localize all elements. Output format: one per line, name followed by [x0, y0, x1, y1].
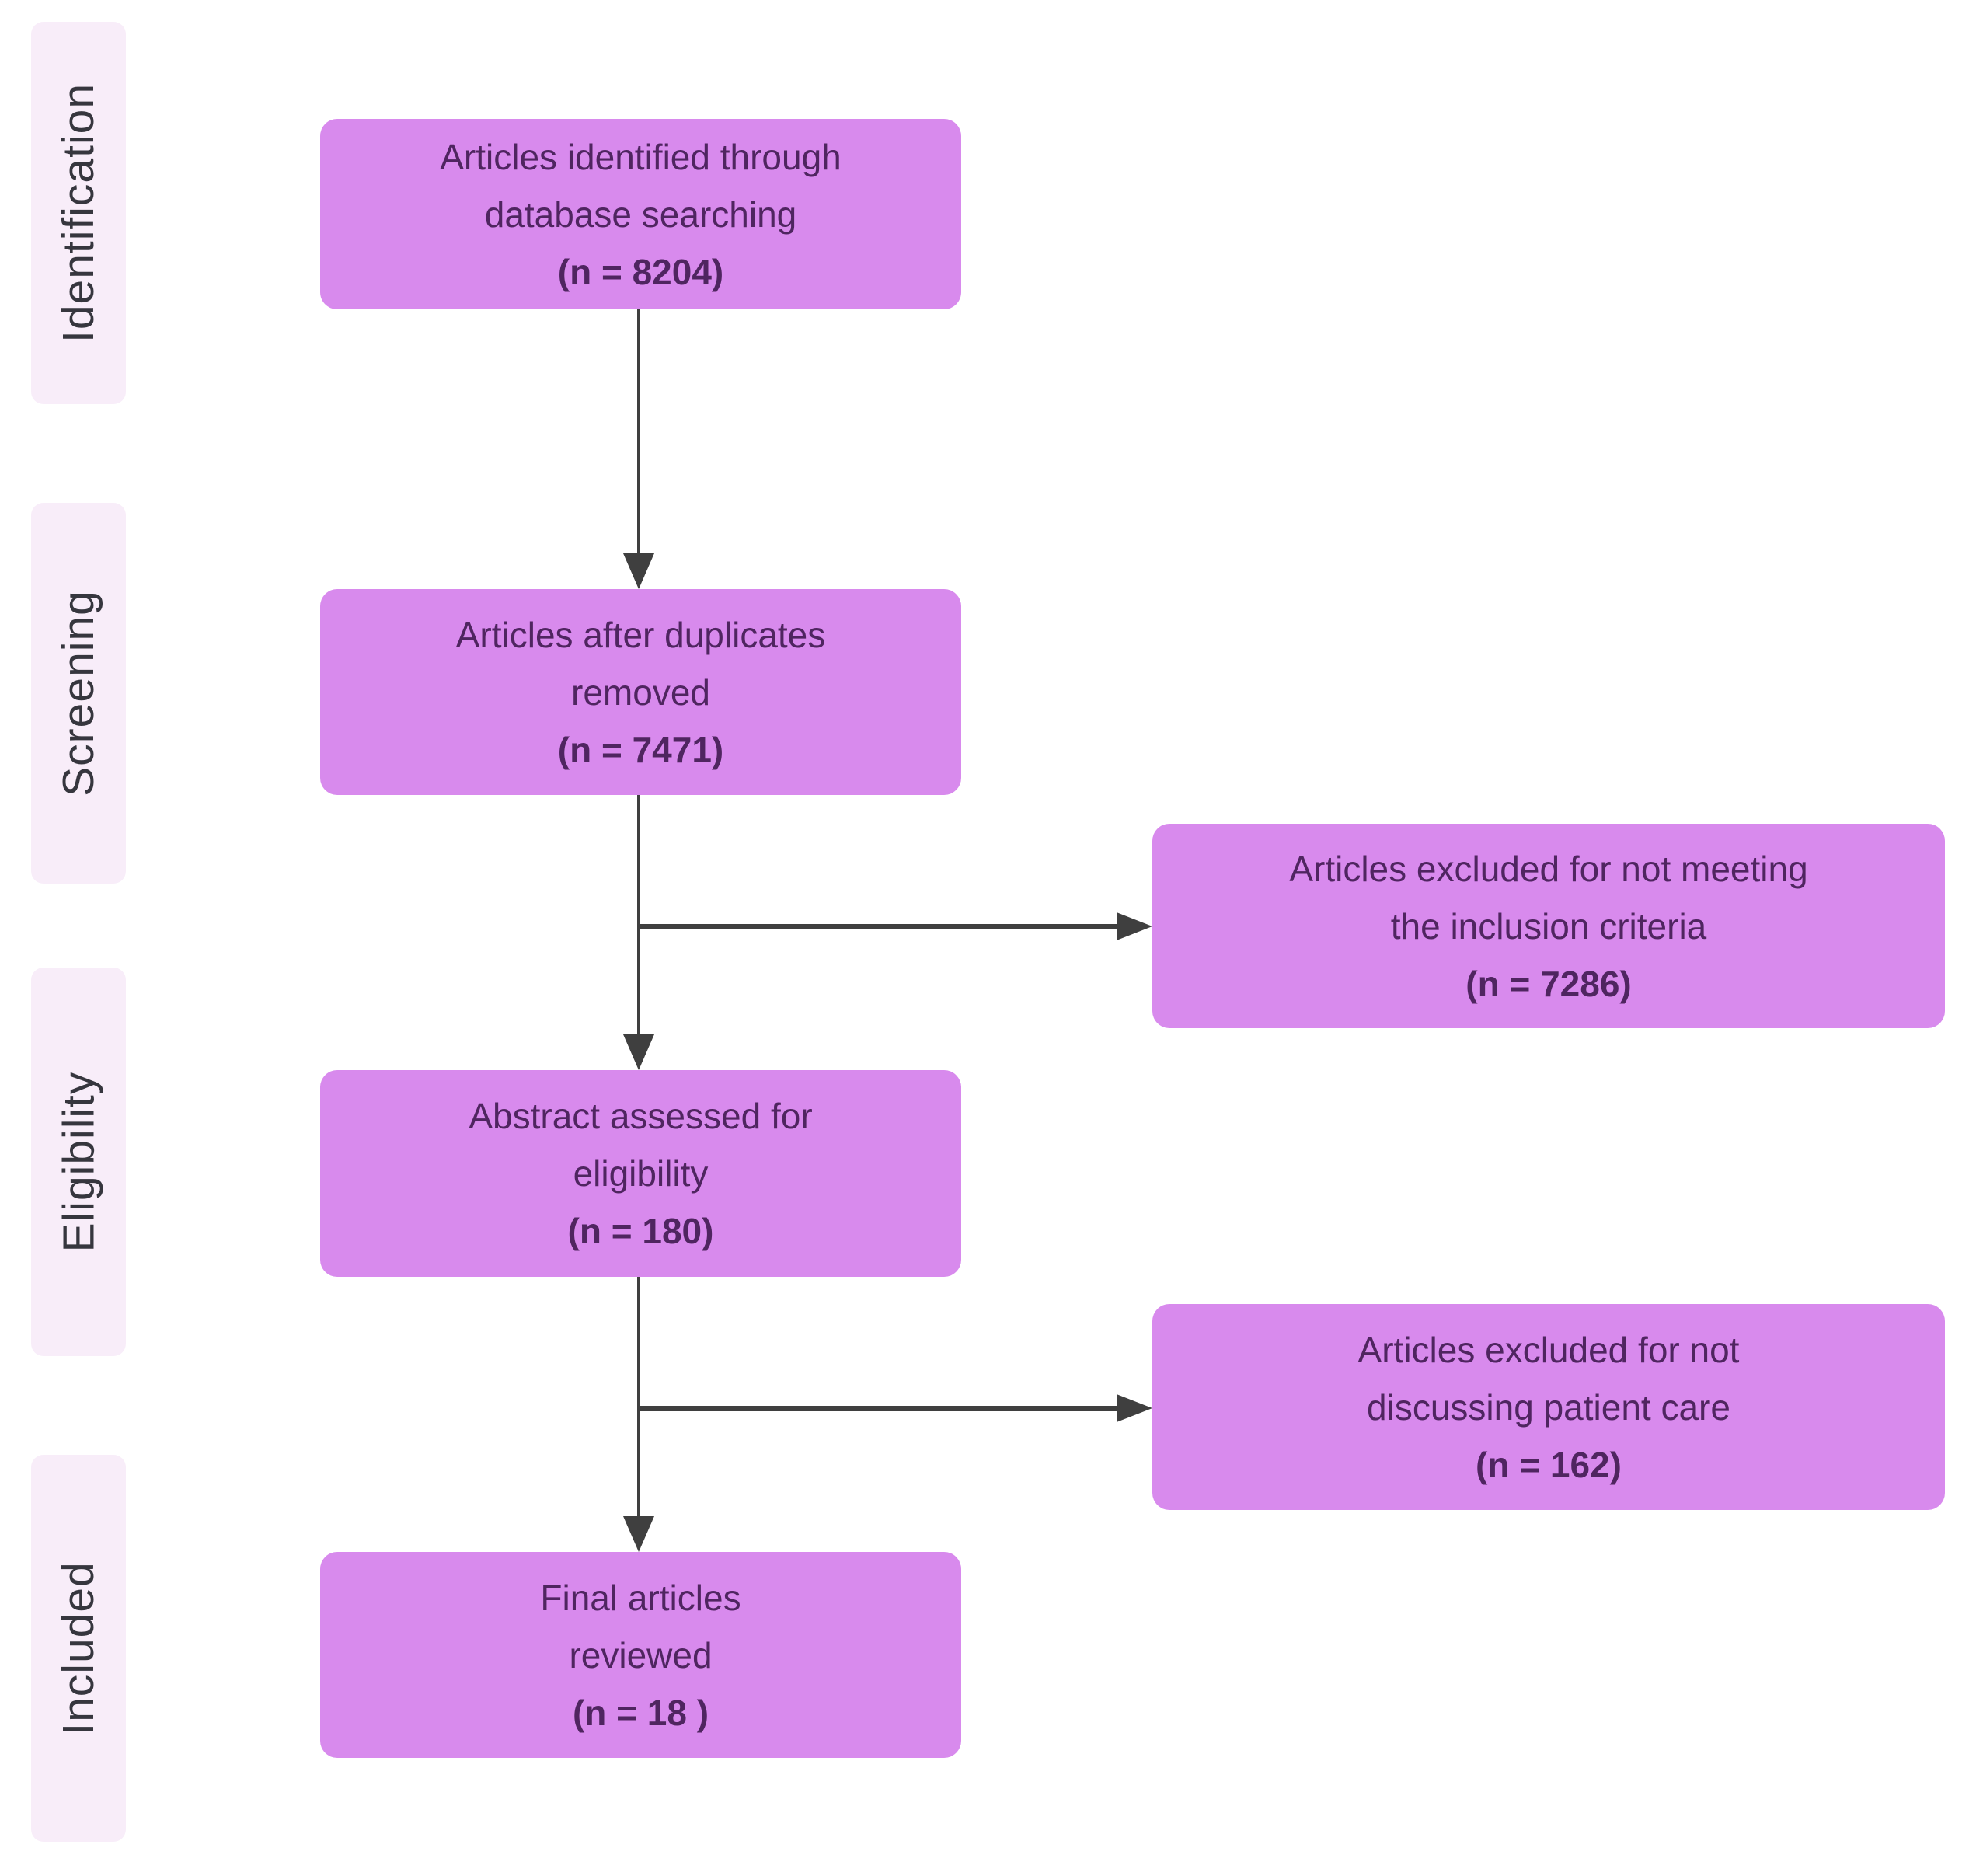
stage-label-included: Included — [54, 1561, 104, 1735]
box-abstract-assessed-count: (n = 180) — [567, 1211, 714, 1251]
arrowhead-down-2-icon — [623, 1034, 654, 1070]
arrowhead-down-3-icon — [623, 1516, 654, 1552]
stage-label-identification: Identification — [54, 82, 104, 343]
box-excluded-patient-care-line1: Articles excluded for not — [1357, 1329, 1740, 1370]
arrow-line-to-excluded-inclusion-criteria — [639, 924, 1117, 929]
stage-label-screening: Screening — [54, 590, 104, 797]
box-excluded-inclusion-criteria-line2: the inclusion criteria — [1390, 905, 1707, 947]
arrowhead-right-1-icon — [1117, 912, 1152, 940]
arrow-line-duplicates-to-abstract — [637, 795, 640, 1036]
arrowhead-down-1-icon — [623, 553, 654, 589]
box-articles-identified: Articles identified through database sea… — [320, 119, 961, 309]
box-abstract-assessed-line1: Abstract assessed for — [469, 1096, 813, 1136]
arrowhead-right-2-icon — [1117, 1394, 1152, 1422]
box-duplicates-removed-count: (n = 7471) — [557, 729, 724, 770]
box-final-articles-line2: reviewed — [569, 1634, 713, 1675]
arrow-line-abstract-to-final — [637, 1277, 640, 1518]
stage-band-identification: Identification — [31, 22, 126, 404]
box-duplicates-removed-line2: removed — [571, 671, 710, 713]
stage-band-eligibility: Eligibility — [31, 968, 126, 1356]
box-articles-identified-count: (n = 8204) — [557, 251, 724, 292]
box-excluded-inclusion-criteria-count: (n = 7286) — [1465, 963, 1632, 1004]
box-duplicates-removed-line1: Articles after duplicates — [455, 614, 826, 655]
box-abstract-assessed-line2: eligibility — [573, 1153, 709, 1194]
box-final-articles: Final articles reviewed (n = 18 ) — [320, 1552, 961, 1758]
box-excluded-inclusion-criteria: Articles excluded for not meeting the in… — [1152, 824, 1945, 1028]
arrow-line-to-excluded-patient-care — [639, 1406, 1117, 1411]
box-abstract-assessed: Abstract assessed for eligibility (n = 1… — [320, 1070, 961, 1277]
stage-band-included: Included — [31, 1455, 126, 1842]
box-final-articles-count: (n = 18 ) — [572, 1692, 709, 1733]
arrow-line-identified-to-duplicates — [637, 309, 640, 555]
box-excluded-inclusion-criteria-line1: Articles excluded for not meeting — [1289, 848, 1808, 889]
stage-band-screening: Screening — [31, 503, 126, 884]
box-final-articles-line1: Final articles — [540, 1577, 741, 1618]
stage-label-eligibility: Eligibility — [54, 1071, 103, 1253]
box-duplicates-removed: Articles after duplicates removed (n = 7… — [320, 589, 961, 795]
box-excluded-patient-care-line2: discussing patient care — [1367, 1386, 1730, 1428]
box-articles-identified-line2: database searching — [484, 194, 797, 235]
box-excluded-patient-care: Articles excluded for not discussing pat… — [1152, 1304, 1945, 1510]
box-articles-identified-line1: Articles identified through — [440, 136, 842, 177]
box-excluded-patient-care-count: (n = 162) — [1476, 1444, 1622, 1485]
